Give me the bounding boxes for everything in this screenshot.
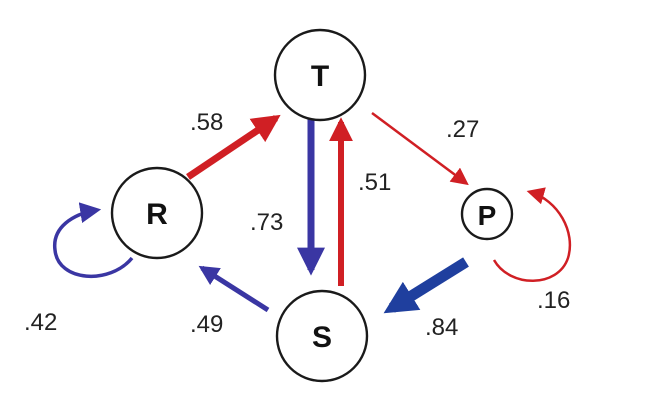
edge-s-to-r [198, 265, 270, 313]
label-r-to-t: .58 [190, 109, 223, 136]
edge-p-to-s [383, 257, 469, 314]
node-p-label: P [478, 200, 497, 231]
label-loop-r: .42 [24, 309, 57, 336]
node-s: S [275, 289, 369, 383]
loop-p [492, 187, 572, 282]
node-s-label: S [312, 321, 332, 354]
node-t: T [273, 28, 367, 122]
loop-r [53, 202, 134, 279]
label-loop-p: .16 [537, 287, 570, 314]
label-p-to-s: .84 [425, 314, 458, 341]
edge-t-to-p [371, 111, 469, 186]
node-r: R [110, 166, 204, 260]
edge-r-to-t [186, 114, 281, 180]
label-s-to-r: .49 [190, 311, 223, 338]
label-t-to-p: .27 [446, 116, 479, 143]
label-t-to-s: .73 [250, 209, 283, 236]
node-p: P [460, 187, 514, 241]
node-t-label: T [311, 60, 329, 93]
node-r-label: R [146, 198, 168, 231]
label-s-to-t: .51 [358, 169, 391, 196]
